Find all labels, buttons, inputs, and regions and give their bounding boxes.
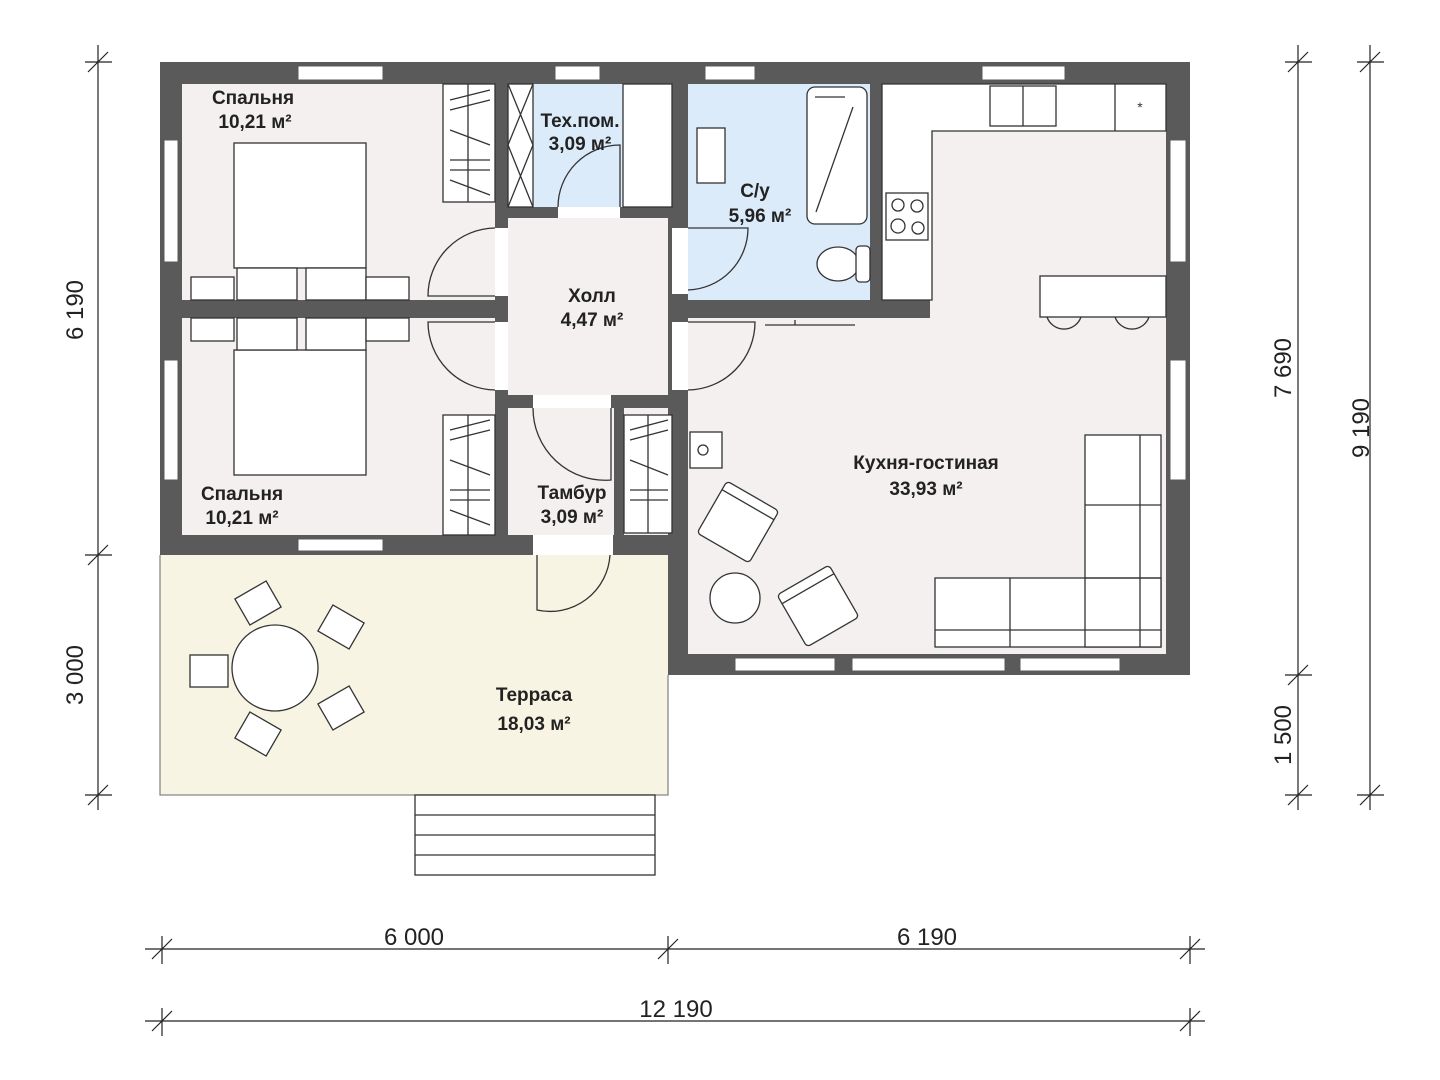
room-area: 5,96 м² xyxy=(729,206,792,227)
bed xyxy=(233,142,367,269)
dim-bottom-total: 12 190 xyxy=(639,996,712,1023)
dim-left-bottom: 3 000 xyxy=(62,645,89,705)
room-area: 33,93 м² xyxy=(889,479,962,500)
room-area: 3,09 м² xyxy=(549,134,612,155)
room-area: 10,21 м² xyxy=(205,508,278,529)
dimension-lines: 6 190 3 000 7 690 1 500 9 190 6 000 6 19… xyxy=(62,45,1384,1036)
dim-right-inner-top: 7 690 xyxy=(1270,338,1297,398)
furniture: * xyxy=(189,83,1167,876)
room-name: Холл xyxy=(568,286,616,307)
dining-table xyxy=(231,624,319,712)
dim-right-outer: 9 190 xyxy=(1348,398,1375,458)
bathtub xyxy=(806,86,868,225)
room-name: Спальня xyxy=(212,88,294,109)
room-area: 10,21 м² xyxy=(218,112,291,133)
wardrobe xyxy=(442,83,496,203)
room-area: 3,09 м² xyxy=(541,507,604,528)
dim-left-top: 6 190 xyxy=(62,280,89,340)
room-name: Спальня xyxy=(201,484,283,505)
dim-bottom-left: 6 000 xyxy=(384,924,444,951)
room-area: 4,47 м² xyxy=(561,310,624,331)
room-labels: Спальня 10,21 м² Тех.пом. 3,09 м² С/у 5,… xyxy=(201,88,999,735)
doors xyxy=(427,144,756,613)
dim-bottom-right: 6 190 xyxy=(897,924,957,951)
terrace-outline xyxy=(159,555,669,796)
toilet xyxy=(816,246,860,282)
tv xyxy=(765,320,855,326)
room-name: Тех.пом. xyxy=(541,111,620,132)
room-name: Тамбур xyxy=(538,483,607,504)
windows xyxy=(163,65,1187,672)
svg-text:*: * xyxy=(1137,99,1143,115)
steps xyxy=(414,794,656,876)
room-name: Кухня-гостиная xyxy=(853,453,999,474)
dim-right-inner-bottom: 1 500 xyxy=(1270,705,1297,765)
room-name: С/у xyxy=(740,181,770,202)
room-name: Терраса xyxy=(496,685,573,706)
kitchen-counter xyxy=(881,83,1167,301)
coffee-table xyxy=(709,572,761,624)
bed xyxy=(233,349,367,476)
bar-counter xyxy=(1039,275,1167,318)
room-area: 18,03 м² xyxy=(497,714,570,735)
